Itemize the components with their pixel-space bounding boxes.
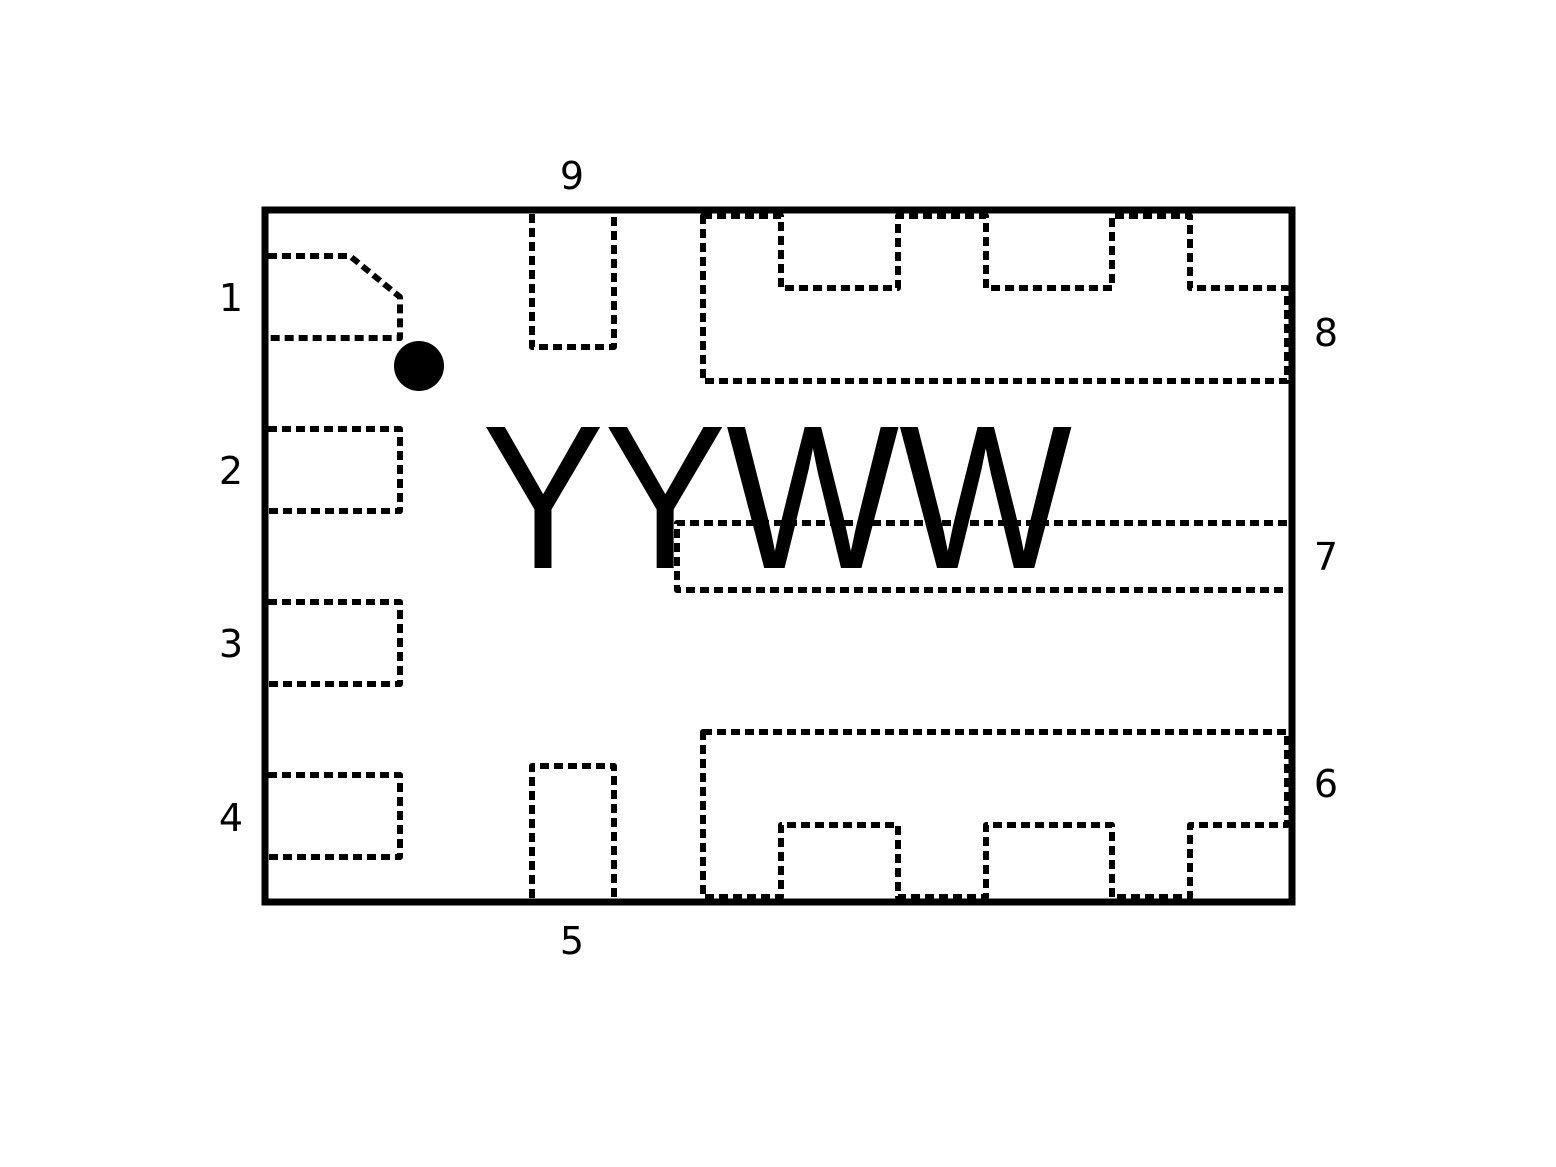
pin-label-4: 4	[219, 796, 243, 840]
pad-8	[700, 213, 1290, 384]
pin-label-3: 3	[219, 622, 243, 666]
pin-label-5: 5	[560, 919, 584, 963]
pin-one-dot-icon	[394, 341, 444, 391]
pad-6	[700, 729, 1290, 900]
pin-label-7: 7	[1314, 535, 1338, 579]
pad-7	[674, 520, 1287, 593]
date-code-marking: YYWW	[482, 383, 1072, 612]
pad-3	[268, 599, 403, 687]
package-outline	[261, 206, 1296, 906]
pad-9	[529, 214, 617, 350]
pin-label-6: 6	[1314, 762, 1338, 806]
pin-label-2: 2	[219, 449, 243, 493]
pad-4	[268, 772, 403, 860]
pin-label-8: 8	[1314, 311, 1338, 355]
pin-label-1: 1	[219, 276, 243, 320]
pad-1	[268, 253, 403, 341]
pad-2	[268, 426, 403, 514]
pin-label-9: 9	[560, 154, 584, 198]
pad-5	[529, 763, 617, 898]
